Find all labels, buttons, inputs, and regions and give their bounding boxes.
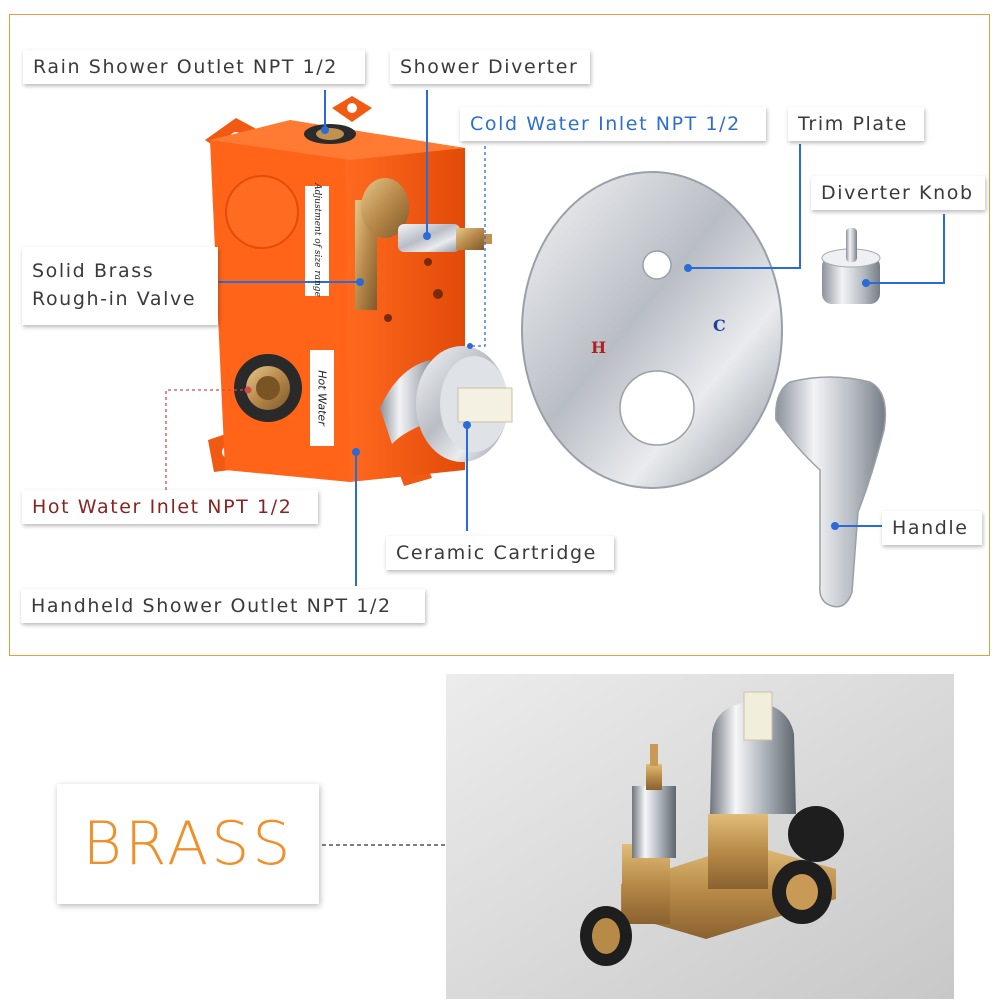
label-trim-plate: Trim Plate [788,107,924,141]
label-handle: Handle [882,511,982,545]
cold-mark: C [713,316,726,335]
label-diverter-knob: Diverter Knob [811,176,985,210]
trim-plate [521,171,783,489]
ceramic-cartridge-part [380,346,513,462]
diverter-knob-part [821,228,881,304]
brass-valve-photo [446,674,954,999]
label-ceramic-cartridge: Ceramic Cartridge [386,536,614,570]
adjustment-sticker: Adjustment of size range [312,183,322,297]
brass-label-box: BRASS [57,784,319,904]
hot-mark: H [591,338,607,357]
label-solid-brass-line1: Solid Brass [32,260,155,282]
label-rain-shower-outlet: Rain Shower Outlet NPT 1/2 [23,50,365,84]
label-handheld-shower-outlet: Handheld Shower Outlet NPT 1/2 [21,589,425,623]
label-hot-water-inlet: Hot Water Inlet NPT 1/2 [22,490,318,524]
handle-part [775,376,887,608]
brass-label: BRASS [82,809,294,879]
box-stickers [305,186,334,446]
label-solid-brass-line2: Rough-in Valve [32,288,197,310]
label-shower-diverter: Shower Diverter [390,50,590,84]
leader-lines [217,90,945,586]
label-solid-brass-valve: Solid Brass Rough-in Valve [22,247,218,325]
hot-water-sticker: Hot Water [315,370,329,426]
label-cold-water-inlet: Cold Water Inlet NPT 1/2 [460,107,766,141]
diverter-cartridge [398,224,492,252]
